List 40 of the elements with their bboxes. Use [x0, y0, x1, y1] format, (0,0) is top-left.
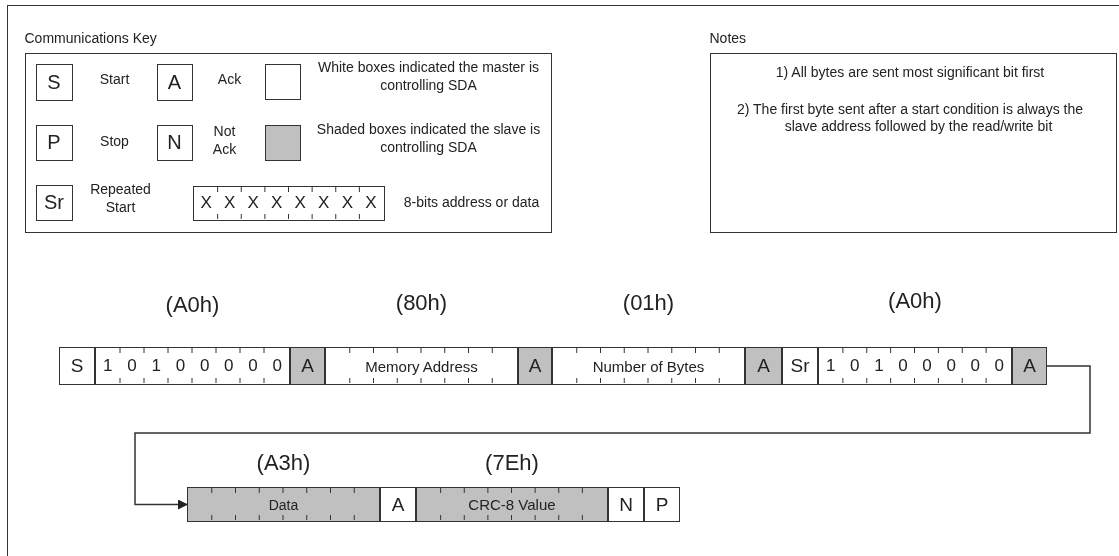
legend-text: Shaded boxes indicated the slave is controlling SDA	[315, 119, 542, 156]
symbol-meaning: Not Ack	[211, 121, 238, 158]
panel-heading: Communications Key	[24, 30, 157, 46]
field-cell: A	[1012, 347, 1047, 385]
field-cell: P	[644, 487, 680, 522]
field-cell: 1 0 1 0 0 0 0 0	[818, 347, 1012, 385]
symbol-meaning: 8-bits address or data	[402, 192, 541, 211]
field-cell: X X X X X X X X	[192, 185, 385, 221]
field-cell: A	[745, 347, 782, 385]
field-cell: S	[35, 63, 73, 101]
symbol-meaning: Ack	[216, 69, 243, 88]
field-cell: Sr	[782, 347, 818, 385]
note-text: 2) The first byte sent after a start condition is always the slave address followed by the read/write bit	[736, 101, 1084, 135]
panel-heading: Notes	[709, 30, 747, 46]
symbol-meaning: Stop	[99, 131, 130, 150]
field-cell: N	[156, 124, 193, 161]
hex-value: (7Eh)	[484, 450, 540, 476]
hex-value: (80h)	[394, 290, 449, 316]
hex-value: (01h)	[621, 290, 676, 316]
field-cell: Data	[187, 487, 380, 522]
field-cell: Number of Bytes	[552, 347, 745, 385]
field-cell: A	[518, 347, 552, 385]
field-cell: A	[380, 487, 416, 522]
field-cell: Memory Address	[325, 347, 518, 385]
symbol-meaning: Start	[98, 69, 131, 88]
field-cell: N	[608, 487, 644, 522]
symbol-meaning: Repeated Start	[89, 179, 152, 216]
note-text: 1) All bytes are sent most significant bit first	[774, 64, 1046, 81]
field-cell: A	[290, 347, 325, 385]
field-cell: S	[59, 347, 95, 385]
field-cell: A	[156, 63, 193, 101]
legend-text: White boxes indicated the master is controlling SDA	[317, 57, 540, 94]
field-cell: Sr	[35, 184, 73, 221]
field-cell: CRC-8 Value	[416, 487, 608, 522]
hex-value: (A0h)	[164, 292, 221, 318]
field-cell: P	[35, 124, 73, 161]
connector-arrow	[134, 365, 1091, 510]
field-cell: 1 0 1 0 0 0 0 0	[95, 347, 290, 385]
hex-value: (A3h)	[255, 450, 312, 476]
hex-value: (A0h)	[887, 288, 943, 314]
